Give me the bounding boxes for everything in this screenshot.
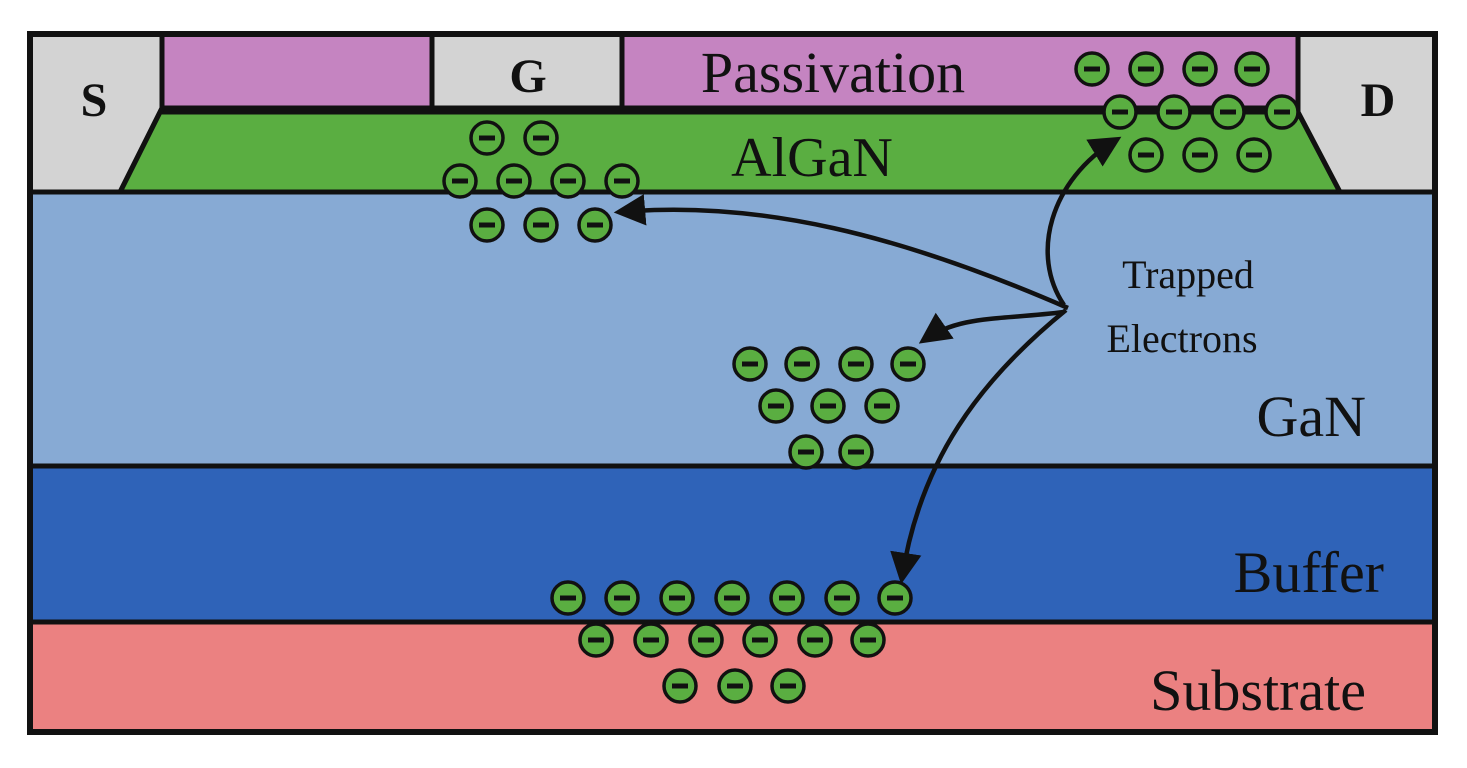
gan-cluster (732, 346, 926, 470)
electron (742, 622, 778, 658)
electron (662, 668, 698, 704)
trap-arrows (613, 136, 1122, 585)
passivation-drain-cluster (1074, 51, 1300, 173)
algan-gate-cluster (442, 120, 640, 243)
passivation-left-segment (159, 31, 435, 111)
electron (633, 622, 669, 658)
arrow-to-buffer-cluster (890, 308, 1068, 585)
electron (732, 346, 768, 382)
electron (784, 346, 820, 382)
electron (1234, 51, 1270, 87)
arrow-to-passivation-cluster (1045, 136, 1122, 307)
electron (550, 580, 586, 616)
passivation-label: Passivation (701, 40, 965, 105)
electron (1182, 51, 1218, 87)
electron (890, 346, 926, 382)
electron (838, 346, 874, 382)
electron-clusters (442, 51, 1300, 704)
electron (770, 668, 806, 704)
electron (604, 580, 640, 616)
gate-contact (429, 31, 625, 111)
drain-label: D (1361, 74, 1396, 127)
electron (714, 580, 750, 616)
electron (1102, 94, 1138, 130)
buffer-label: Buffer (1234, 540, 1384, 605)
electron (864, 388, 900, 424)
electron (1210, 94, 1246, 130)
electron (469, 207, 505, 243)
electron (577, 207, 613, 243)
gan-label: GaN (1256, 384, 1366, 449)
source-label: S (81, 74, 108, 127)
electron (1236, 137, 1272, 173)
electron (1074, 51, 1110, 87)
electron (824, 580, 860, 616)
electron (442, 163, 478, 199)
electron (877, 580, 913, 616)
electron (769, 580, 805, 616)
electron (1156, 94, 1192, 130)
electron (838, 434, 874, 470)
algan-label: AlGaN (731, 127, 893, 189)
electron (688, 622, 724, 658)
gate-label: G (509, 50, 546, 103)
electron (810, 388, 846, 424)
electron (1128, 137, 1164, 173)
electron (659, 580, 695, 616)
arrow-to-gan-cluster (918, 309, 1065, 344)
electron (717, 668, 753, 704)
electron (469, 120, 505, 156)
electron (758, 388, 794, 424)
substrate-label: Substrate (1150, 658, 1366, 723)
electron (1264, 94, 1300, 130)
electron (550, 163, 586, 199)
electron (523, 207, 559, 243)
electron (1182, 137, 1218, 173)
device-outline (27, 31, 1438, 735)
trapped-label-line1: Trapped (1122, 252, 1254, 297)
electron (496, 163, 532, 199)
electron (1128, 51, 1164, 87)
arrow-to-algan-cluster (613, 194, 1069, 311)
electron (797, 622, 833, 658)
electron (578, 622, 614, 658)
electron (523, 120, 559, 156)
buffer-substrate-cluster (550, 580, 913, 704)
electron (604, 163, 640, 199)
trapped-label-line2: Electrons (1106, 316, 1257, 361)
electron (850, 622, 886, 658)
electron (788, 434, 824, 470)
